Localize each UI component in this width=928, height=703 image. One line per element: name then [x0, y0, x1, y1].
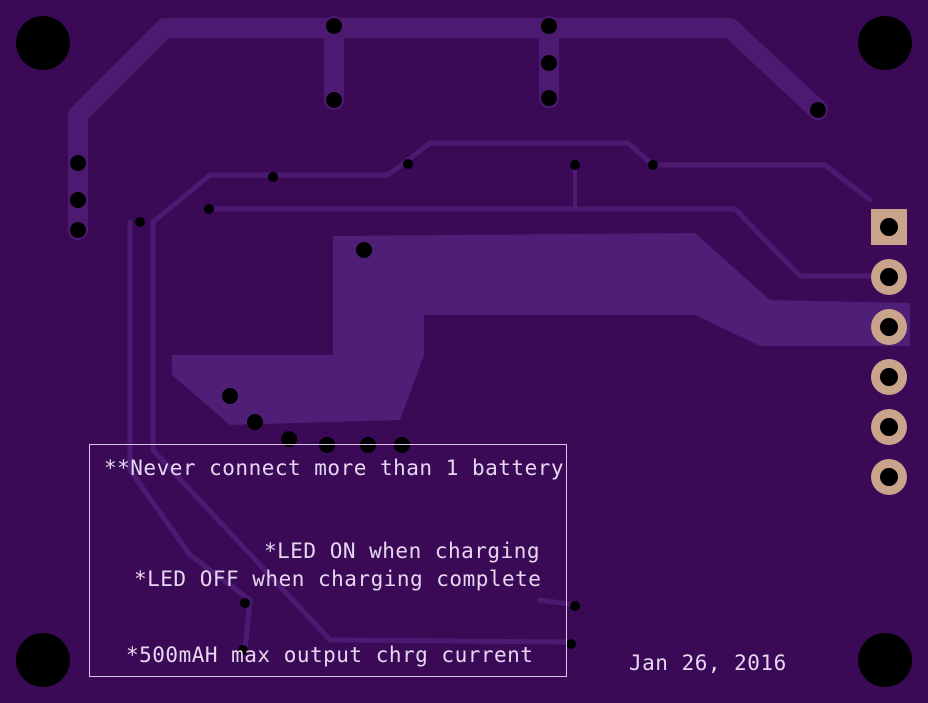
via — [648, 160, 658, 170]
via — [222, 388, 238, 404]
mounting-hole — [16, 633, 70, 687]
via — [566, 639, 576, 649]
copper-pour — [172, 233, 910, 425]
via — [403, 159, 413, 169]
via — [326, 92, 342, 108]
led-on-text: *LED ON when charging — [264, 539, 541, 563]
mounting-hole — [16, 16, 70, 70]
vias — [70, 18, 826, 655]
mounting-hole — [858, 633, 912, 687]
led-off-text: *LED OFF when charging complete — [134, 567, 542, 591]
via — [541, 18, 557, 34]
via — [356, 242, 372, 258]
via — [281, 431, 297, 447]
via — [541, 55, 557, 71]
via — [360, 437, 376, 453]
via — [394, 437, 410, 453]
via — [204, 204, 214, 214]
traces — [68, 16, 891, 653]
via — [240, 598, 250, 608]
via — [135, 217, 145, 227]
via — [247, 414, 263, 430]
date-text: Jan 26, 2016 — [629, 651, 787, 675]
via — [570, 160, 580, 170]
via — [810, 102, 826, 118]
via — [570, 601, 580, 611]
via — [70, 192, 86, 208]
warning-text: **Never connect more than 1 battery — [104, 456, 565, 480]
silkscreen-note-box — [89, 444, 567, 677]
via — [268, 172, 278, 182]
via — [319, 437, 335, 453]
via — [238, 645, 248, 655]
via — [541, 90, 557, 106]
via — [70, 155, 86, 171]
mounting-hole — [858, 16, 912, 70]
mounting-holes — [16, 16, 912, 687]
header-connector — [871, 209, 907, 495]
via — [70, 222, 86, 238]
max-current-text: *500mAH max output chrg current — [126, 643, 534, 667]
via — [326, 18, 342, 34]
